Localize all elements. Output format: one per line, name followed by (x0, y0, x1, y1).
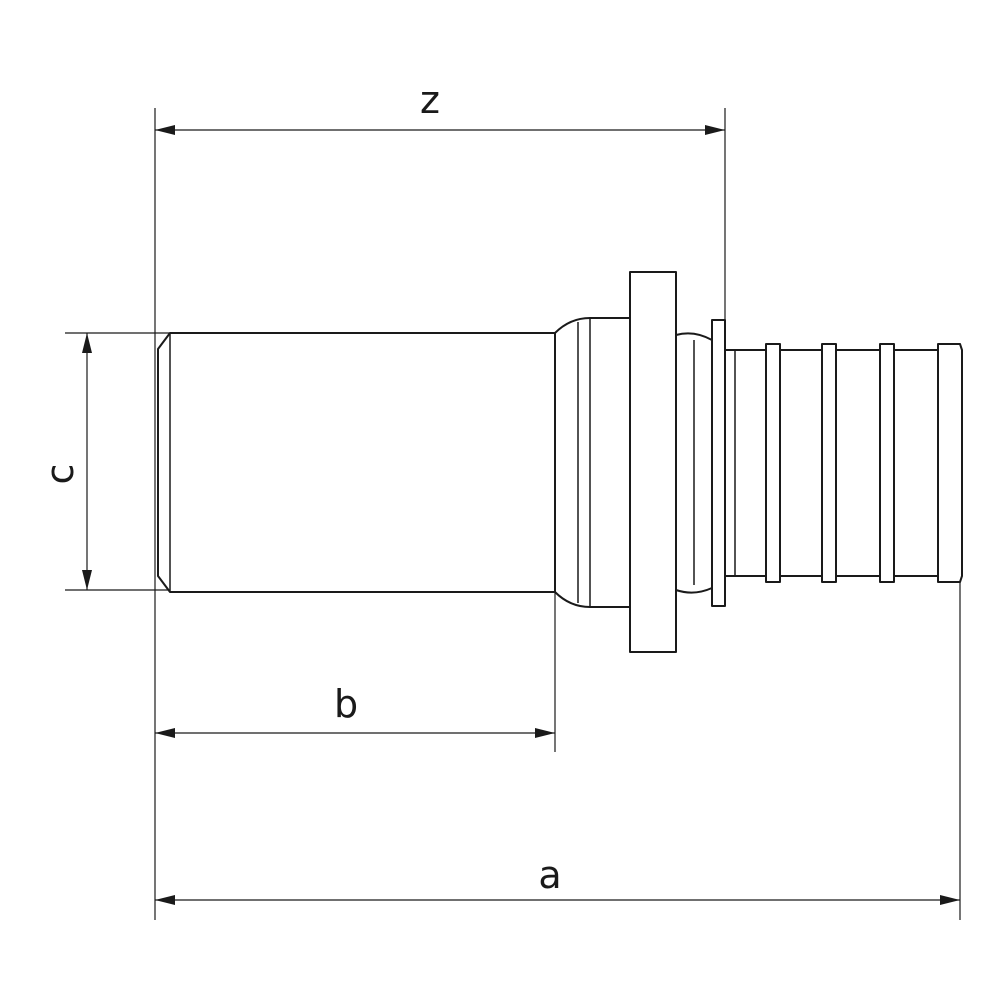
arrow-a-right (940, 895, 960, 905)
tail-rib-2 (821, 343, 837, 583)
tail-rib-1 (765, 343, 781, 583)
flange (629, 271, 677, 653)
arrow-z-right (705, 125, 725, 135)
arrow-z-left (155, 125, 175, 135)
shoulder (554, 317, 631, 608)
fitting-body (157, 271, 963, 653)
arrow-b-right (535, 728, 555, 738)
dimension-label-b: b (334, 682, 358, 726)
arrow-c-bottom (82, 570, 92, 590)
dimension-a: a (155, 582, 961, 920)
tail-rib-3 (879, 343, 895, 583)
sleeve (157, 332, 556, 593)
collar (711, 319, 726, 607)
dimension-z: z (154, 78, 726, 920)
dimension-label-a: a (538, 853, 561, 897)
dimension-c: c (38, 332, 170, 591)
dimension-label-z: z (420, 78, 440, 122)
arrow-c-top (82, 333, 92, 353)
tail-end-rib (937, 343, 963, 583)
arrow-a-left (155, 895, 175, 905)
tail-core (724, 349, 956, 577)
dimension-label-c: c (38, 464, 82, 485)
arrow-b-left (155, 728, 175, 738)
dimension-b: b (155, 592, 556, 752)
